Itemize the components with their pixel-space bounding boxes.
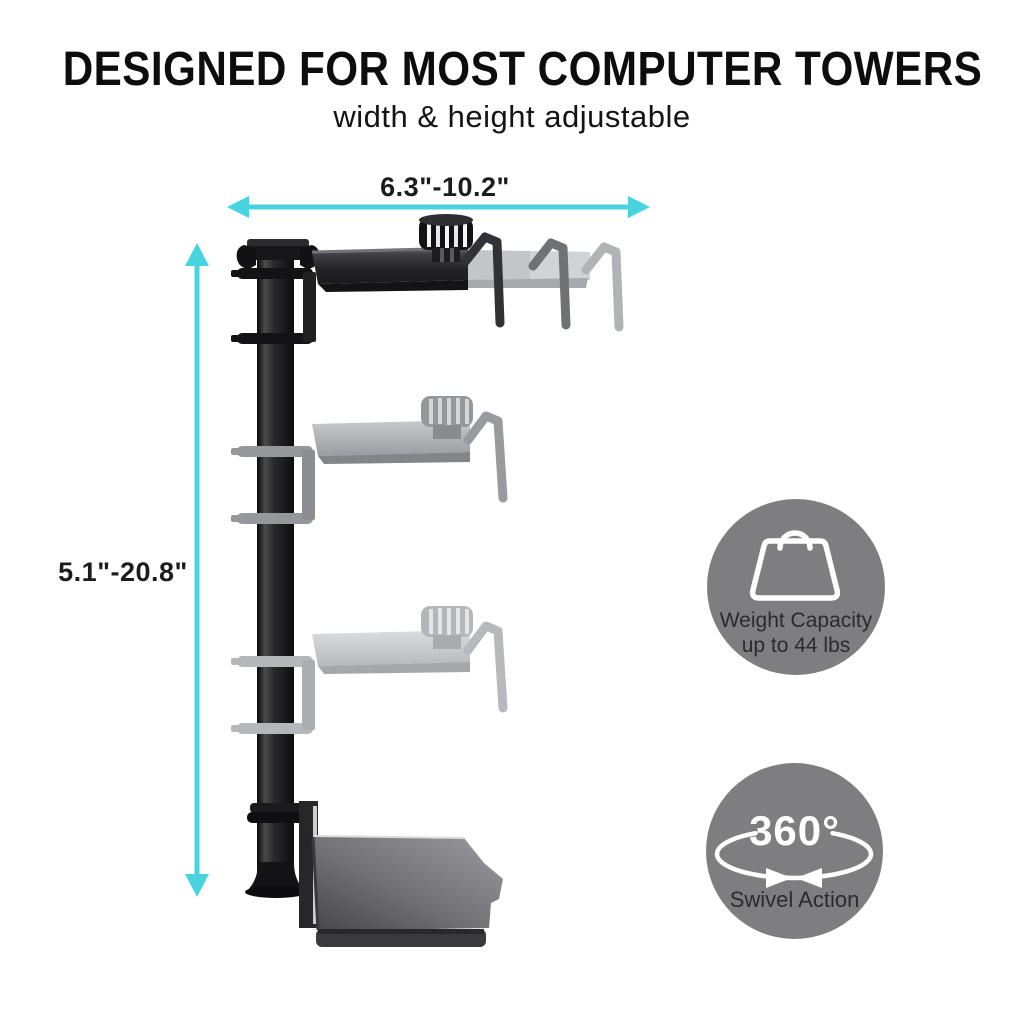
weight-icon — [749, 530, 841, 601]
width-arrow — [227, 196, 650, 218]
arm-bracket — [303, 272, 316, 342]
pole-collar — [237, 268, 313, 279]
weight-capacity-badge: Weight Capacity up to 44 lbs — [707, 499, 885, 675]
support-hook-ghost — [581, 242, 624, 332]
lower-arm-ghost — [231, 606, 508, 734]
arm-bar — [312, 248, 468, 284]
support-hook — [460, 232, 505, 328]
height-arrow — [185, 243, 209, 897]
top-arm — [311, 214, 624, 332]
rotation-arrows-icon — [714, 830, 874, 888]
page-subtitle: width & height adjustable — [333, 99, 691, 134]
support-hook-ghost — [528, 238, 571, 330]
swivel-action-badge: 360° Swivel Action — [706, 763, 883, 939]
width-range-label: 6.3"-10.2" — [380, 172, 510, 202]
weight-capacity-line2: up to 44 lbs — [741, 633, 851, 657]
rotation-degrees: 360° — [749, 807, 840, 854]
base-platform — [311, 835, 503, 947]
weight-capacity-line1: Weight Capacity — [719, 609, 873, 632]
swivel-action-label: Swivel Action — [729, 887, 860, 912]
adjustment-knob — [419, 214, 473, 262]
height-range-label: 5.1"-20.8" — [58, 557, 188, 587]
pole-collar — [237, 333, 313, 344]
middle-arm-ghost — [231, 396, 508, 524]
mount-pole — [231, 239, 320, 928]
page-title: DESIGNED FOR MOST COMPUTER TOWERS — [62, 43, 983, 96]
weight-capacity-text: Weight Capacity up to 44 lbs — [707, 609, 885, 659]
